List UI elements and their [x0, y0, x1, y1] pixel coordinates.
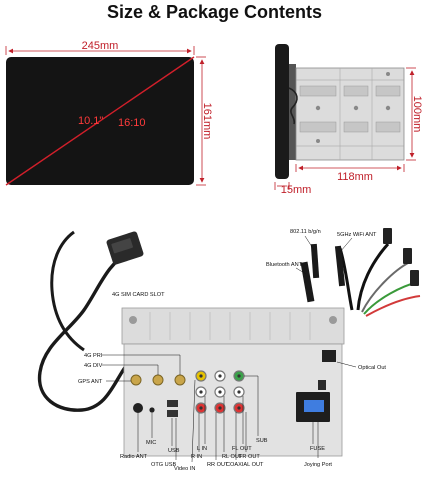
coaxial-out-label: COAXIAL OUT — [226, 462, 264, 468]
screen-diagram: 10.1" 16:10 245mm 161mm — [5, 40, 213, 186]
joying-port — [304, 400, 324, 412]
rl-out-label: RL OUT — [222, 454, 243, 460]
bluetooth-antenna-label: Bluetooth ANT — [266, 262, 303, 268]
radio-antenna-label: Radio ANT — [120, 454, 148, 460]
fr-out-label: FR OUT — [239, 454, 260, 460]
sub-label: SUB — [256, 438, 268, 444]
l-in-label: L IN — [197, 446, 207, 452]
mic-label: MIC — [146, 440, 156, 446]
4g-pri-jack — [174, 374, 186, 386]
4g-div-jack — [152, 374, 164, 386]
fl-out-label: FL OUT — [232, 446, 252, 452]
chassis-side-view: 100mm 118mm 15mm — [274, 44, 423, 196]
rear-panel-diagram: 4G SIM CARD SLOT 802.11 b/g/n 5GHz WiFi … — [37, 228, 421, 472]
gps-antenna-label: GPS ANT — [78, 379, 103, 385]
video-in-label: Video IN — [174, 466, 195, 472]
fuse-holder — [318, 380, 326, 390]
rr-out-label: RR OUT — [207, 462, 229, 468]
fuse-label: FUSE — [310, 446, 325, 452]
wifi-antenna-label: 802.11 b/g/n — [290, 229, 321, 235]
chassis-front-label: 15mm — [281, 184, 312, 196]
screen-diagonal-line — [5, 56, 195, 186]
otg-usb-label: OTG USB — [151, 462, 176, 468]
optical-out-port — [322, 350, 336, 362]
mic-jack — [149, 407, 155, 413]
4g-div-label: 4G DIV — [84, 363, 103, 369]
page-title: Size & Package Contents — [106, 2, 323, 22]
screen-height-label: 161mm — [201, 103, 213, 140]
chassis-depth-label: 118mm — [337, 171, 373, 183]
usb-label: USB — [168, 448, 180, 454]
gps-antenna-jack — [130, 374, 142, 386]
chassis-cage — [295, 67, 405, 161]
otg-usb-port — [167, 410, 178, 417]
usb-port — [167, 400, 178, 407]
joying-port-label: Joying Port — [304, 462, 332, 468]
optical-out-label: Optical Out — [358, 365, 386, 371]
sim-card-slot-label: 4G SIM CARD SLOT — [112, 292, 165, 298]
wifi-5ghz-antenna-label: 5GHz WiFi ANT — [337, 232, 377, 238]
screen-width-label: 245mm — [82, 40, 119, 52]
radio-antenna-jack — [133, 403, 143, 413]
rear-panel-top — [121, 307, 345, 345]
screen-ratio-label: 16:10 — [118, 117, 146, 129]
screen-diagonal-label: 10.1" — [78, 115, 103, 127]
sim-card-cable — [37, 252, 146, 412]
chassis-front-panel — [275, 44, 289, 179]
4g-pri-label: 4G PRI — [84, 353, 103, 359]
r-in-label: R IN — [191, 454, 202, 460]
chassis-height-label: 100mm — [411, 96, 423, 133]
